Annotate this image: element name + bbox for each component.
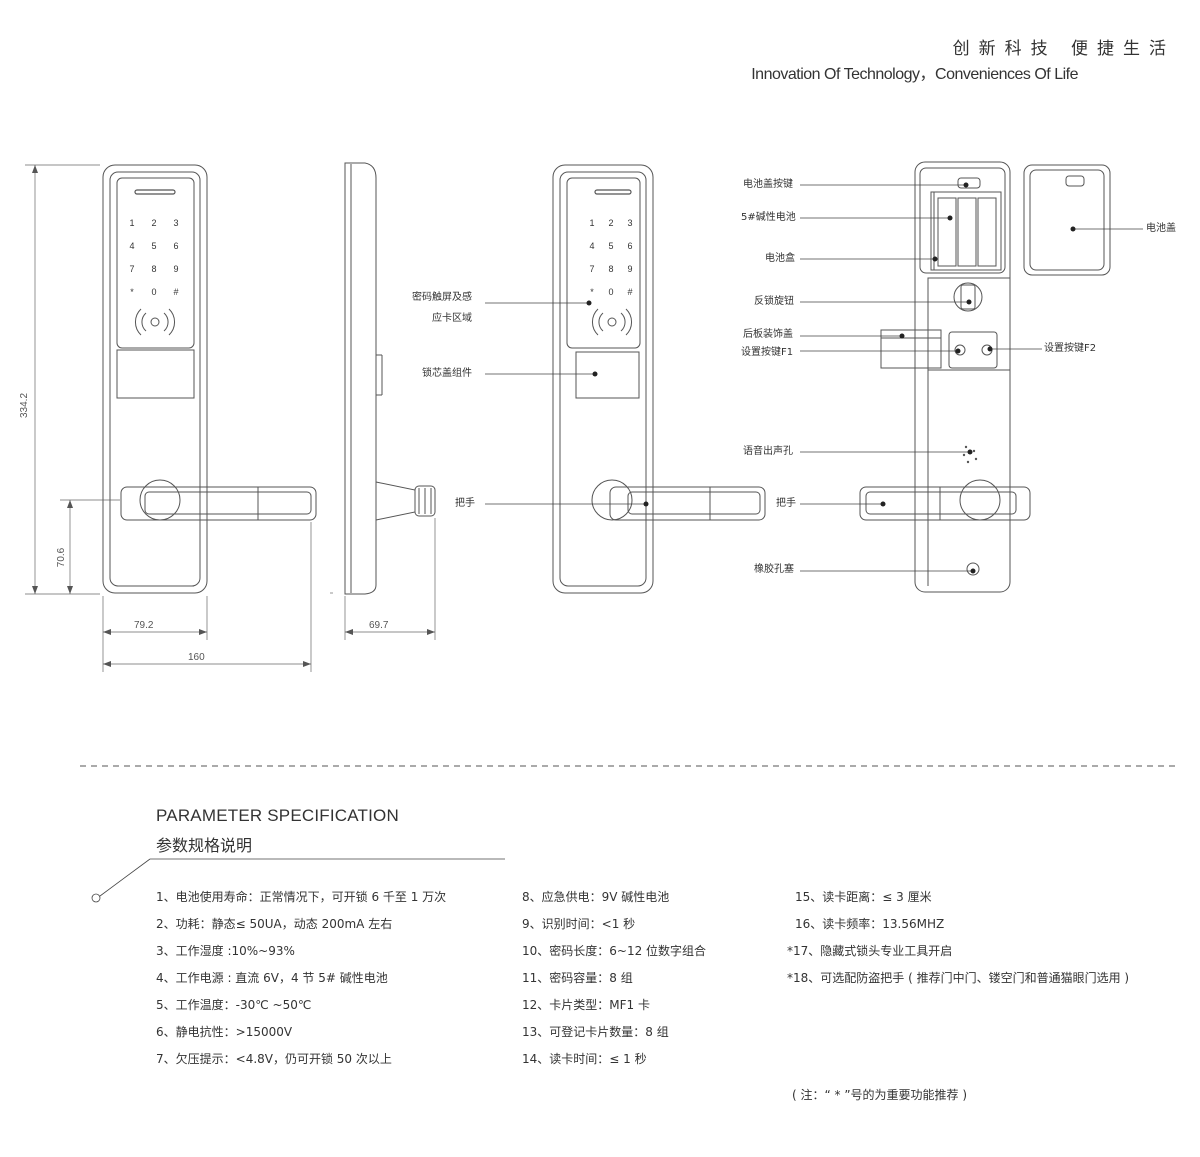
spec-item: 2、功耗：静态≤ 50UA，动态 200mA 左右 (156, 917, 393, 931)
keypad-key: 0 (151, 287, 156, 297)
dim-handle-height: 70.6 (56, 547, 68, 568)
speaker-holes (962, 445, 978, 464)
keypad-key: 3 (627, 218, 632, 228)
spec-item: 5、工作温度：-30℃ ~50℃ (156, 998, 312, 1012)
keypad-key: 0 (608, 287, 613, 297)
keypad-key: 9 (173, 264, 178, 274)
param-title-en: PARAMETER SPECIFICATION (156, 806, 399, 825)
spec-item: 1、电池使用寿命：正常情况下，可开锁 6 千至 1 万次 (156, 890, 447, 904)
keypad-key: # (173, 287, 178, 297)
keypad-key: 3 (173, 218, 178, 228)
spec-item: 7、欠压提示：<4.8V，仍可开锁 50 次以上 (156, 1052, 392, 1066)
keypad-front: 1 2 3 4 5 6 7 8 9 * 0 # (129, 218, 178, 297)
spec-item: 16、读卡频率：13.56MHZ (795, 917, 945, 931)
label-anti-lock-knob: 反锁旋钮 (754, 296, 794, 307)
dim-depth: 69.7 (369, 620, 389, 631)
label-battery-cover: 电池盖 (1146, 223, 1176, 234)
label-touch-area-1: 密码触屏及感 (412, 292, 472, 303)
label-touch-area-2: 应卡区域 (432, 313, 472, 324)
side-handle-stub (375, 481, 436, 521)
callout-dots (586, 182, 1076, 574)
back-handle (859, 479, 1031, 521)
spec-item: 9、识别时间：<1 秒 (522, 917, 636, 931)
front-handle-2 (591, 479, 766, 521)
keypad-key: 2 (151, 218, 156, 228)
keypad-key: 7 (129, 264, 134, 274)
label-setting-f2: 设置按键F2 (1044, 343, 1097, 354)
callout-lines (485, 184, 1143, 572)
front-view (102, 164, 317, 594)
spec-note: ( 注：“ * ”号的为重要功能推荐 ) (792, 1088, 968, 1102)
spec-item: 4、工作电源 : 直流 6V，4 节 5# 碱性电池 (156, 971, 388, 985)
slogan-english: Innovation Of Technology，Conveniences Of… (751, 66, 1078, 83)
label-handle-back: 把手 (776, 498, 796, 509)
label-back-cover: 后板装饰盖 (743, 329, 793, 340)
label-rubber-plug: 橡胶孔塞 (754, 564, 794, 575)
keypad-key: 1 (589, 218, 594, 228)
keypad-key: 6 (627, 241, 632, 251)
spec-item: 6、静电抗性：>15000V (156, 1025, 293, 1039)
keypad-key: * (590, 287, 594, 297)
spec-item: 11、密码容量：8 组 (522, 971, 633, 985)
spec-item: *18、可选配防盗把手 ( 推荐门中门、镂空门和普通猫眼门选用 ) (787, 971, 1130, 985)
spec-item: 12、卡片类型：MF1 卡 (522, 998, 650, 1012)
keypad-key: # (627, 287, 632, 297)
keypad-key: 8 (151, 264, 156, 274)
spec-item: 3、工作湿度 :10%~93% (156, 944, 295, 958)
side-view (344, 162, 436, 595)
battery-cells (937, 197, 997, 267)
label-battery: 5#碱性电池 (741, 212, 796, 223)
keypad-key: 4 (129, 241, 134, 251)
param-decoration (91, 858, 505, 903)
spec-item: *17、隐藏式锁头专业工具开启 (787, 944, 953, 958)
spec-item: 10、密码长度：6~12 位数字组合 (522, 944, 707, 958)
keypad-key: 6 (173, 241, 178, 251)
label-setting-f1: 设置按键F1 (741, 347, 794, 358)
dim-height: 334.2 (19, 392, 31, 419)
rfid-icon (135, 308, 175, 336)
front-handle (120, 479, 317, 521)
label-handle-front: 把手 (455, 498, 475, 509)
spec-item: 8、应急供电：9V 碱性电池 (522, 890, 670, 904)
keypad-key: 8 (608, 264, 613, 274)
battery-cover-part (1023, 164, 1111, 276)
back-view (859, 161, 1031, 593)
label-battery-button: 电池盖按键 (743, 179, 793, 190)
front-view-callout (552, 164, 766, 594)
spec-item: 13、可登记卡片数量：8 组 (522, 1025, 669, 1039)
label-speaker: 语音出声孔 (743, 446, 793, 457)
param-title-cn: 参数规格说明 (156, 836, 253, 855)
keypad-key: * (130, 287, 134, 297)
spec-item: 14、读卡时间：≤ 1 秒 (522, 1052, 647, 1066)
label-battery-box: 电池盒 (765, 253, 795, 264)
keypad-key: 5 (151, 241, 156, 251)
dimension-lines (25, 164, 436, 672)
keypad-front-callout: 1 2 3 4 5 6 7 8 9 * 0 # (589, 218, 632, 297)
slogan-chinese: 创新科技 便捷生活 (952, 39, 1175, 59)
spec-item: 15、读卡距离：≤ 3 厘米 (795, 890, 932, 904)
keypad-key: 1 (129, 218, 134, 228)
keypad-key: 5 (608, 241, 613, 251)
keypad-key: 2 (608, 218, 613, 228)
arrow-heads (32, 165, 435, 667)
dim-panel-width: 160 (188, 652, 205, 663)
label-lock-cover: 锁芯盖组件 (422, 368, 472, 379)
keypad-key: 9 (627, 264, 632, 274)
keypad-key: 7 (589, 264, 594, 274)
keypad-key: 4 (589, 241, 594, 251)
rfid-icon-2 (592, 308, 632, 336)
dim-handle-width: 79.2 (134, 620, 154, 631)
